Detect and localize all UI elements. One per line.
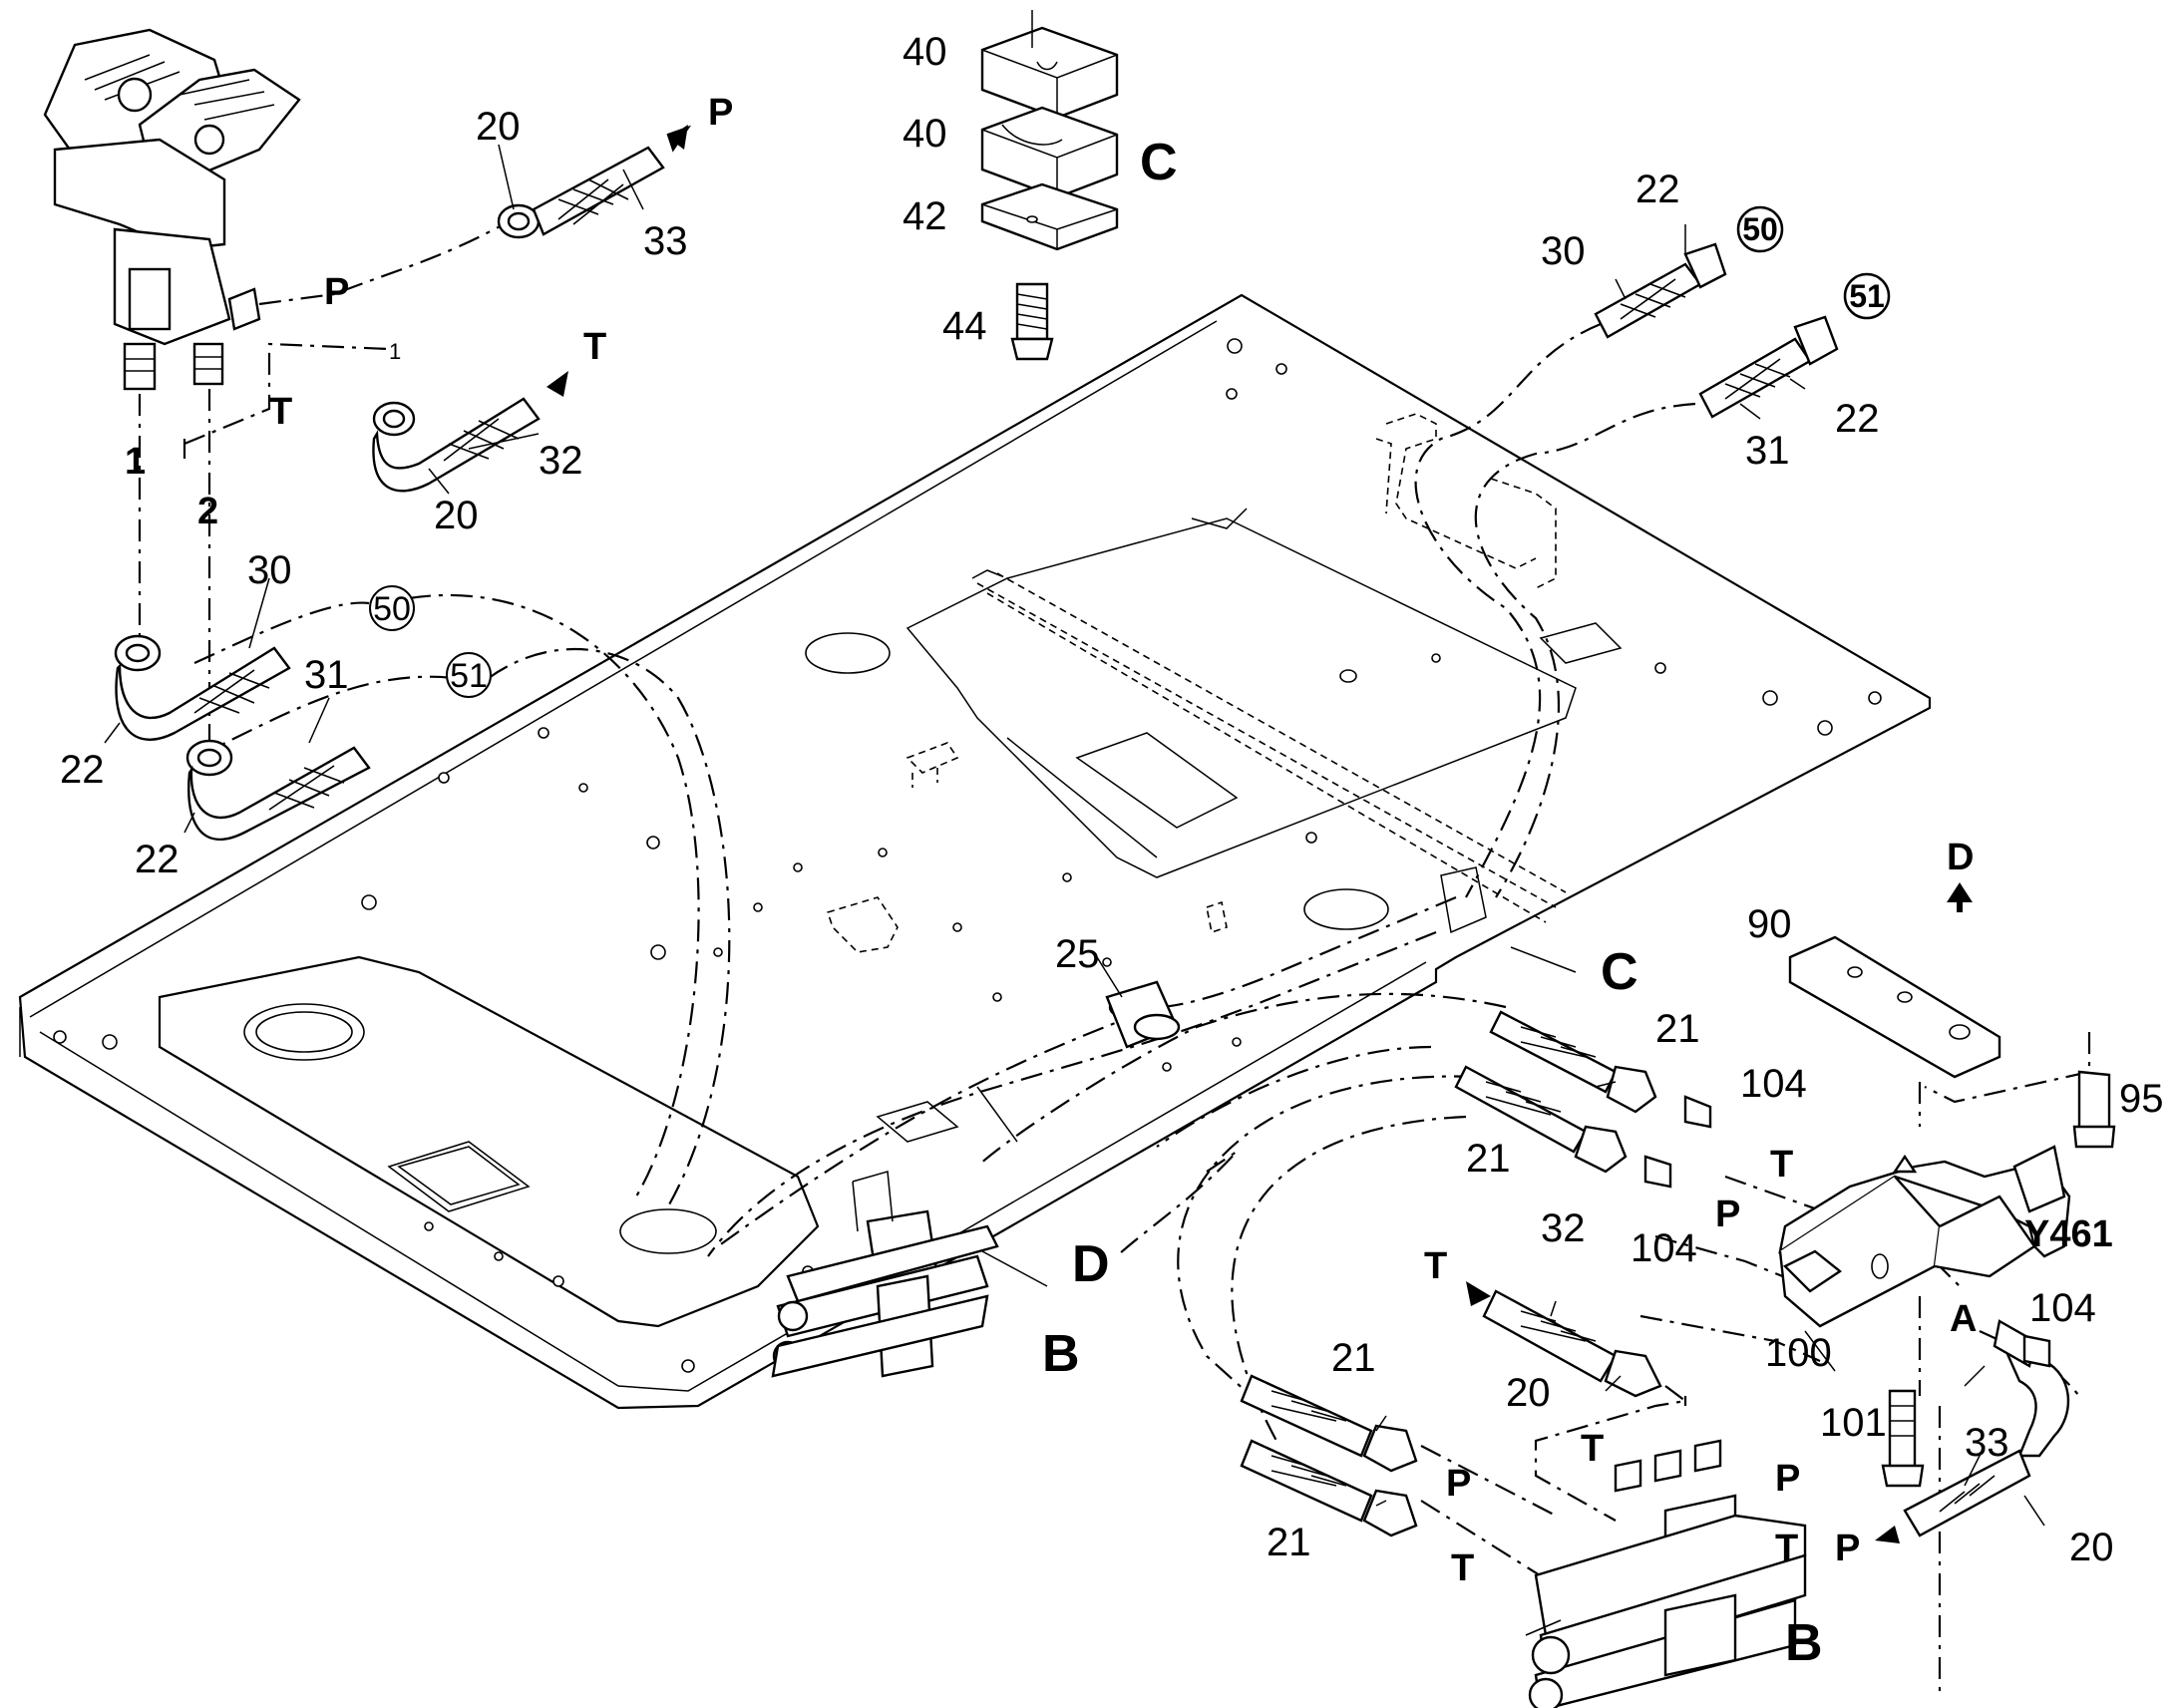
hose-22-30-left [114, 634, 291, 741]
hose-33-20-right [1875, 1334, 2070, 1543]
label-Y461: Y461 [2024, 1213, 2113, 1255]
hose-30-22-top-right [1594, 242, 1727, 339]
hose-21-bottom-b [1240, 1439, 1418, 1537]
label-20-mid: 20 [434, 494, 479, 537]
callout-51-right [1843, 272, 1891, 320]
manifold-b-right [1528, 1439, 1807, 1708]
label-1: 1 [125, 441, 146, 483]
grommet-25 [1105, 980, 1181, 1049]
part-labels: 20 33 P P T T 1 32 20 1 2 30 31 22 22 40… [60, 30, 2164, 1672]
label-22-left-a: 22 [60, 748, 105, 792]
hose-21-bottom-a [1240, 1374, 1418, 1473]
hose-21-lower [1454, 1065, 1672, 1189]
fitting-104-right [1993, 1319, 2051, 1368]
label-20-top: 20 [476, 105, 521, 149]
hose-31-22-right [1698, 315, 1839, 419]
callout-50-left [369, 585, 415, 631]
label-C-top: C [1140, 134, 1178, 191]
label-32-mid: 32 [1541, 1206, 1586, 1250]
label-40-b: 40 [903, 112, 947, 156]
hose-22-31-left [185, 739, 371, 841]
label-31-right: 31 [1745, 429, 1790, 473]
label-D-mid: D [1072, 1235, 1110, 1293]
label-21-c: 21 [1331, 1336, 1376, 1380]
label-C-mid: C [1601, 943, 1638, 1001]
label-B-left: B [1042, 1325, 1080, 1383]
label-25: 25 [1055, 932, 1100, 976]
label-22-right-a: 22 [1635, 168, 1680, 211]
label-T-line: T [269, 391, 292, 433]
valve-y461 [1778, 882, 2116, 1488]
label-T-mid: T [1770, 1144, 1793, 1186]
label-30-right: 30 [1541, 229, 1586, 273]
label-50-left: 50 [373, 590, 411, 628]
label-20-right: 20 [2069, 1526, 2114, 1569]
label-21-a: 21 [1655, 1007, 1700, 1051]
label-40-a: 40 [903, 30, 947, 74]
callout-51-left [446, 652, 492, 698]
leader-lines [104, 144, 2045, 1636]
label-T-top: T [583, 326, 606, 368]
label-101: 101 [1820, 1401, 1887, 1445]
manifold-b-left [771, 1171, 999, 1378]
label-32-top: 32 [539, 439, 583, 483]
plate-holes [53, 338, 1882, 1373]
hose-20-32 [372, 371, 568, 493]
hose-20-33-top [497, 125, 692, 239]
label-1-small: 1 [389, 339, 401, 364]
label-104-c: 104 [2029, 1286, 2096, 1330]
label-42: 42 [903, 194, 947, 238]
callout-circles: 50 51 50 51 [369, 205, 1891, 698]
label-51-right: 51 [1849, 278, 1885, 314]
floor-plate [18, 293, 1932, 1410]
label-T-bottom-right: T [1581, 1428, 1604, 1470]
label-T-manifold: T [1775, 1528, 1798, 1569]
label-104-b: 104 [1631, 1226, 1697, 1270]
label-33-top: 33 [643, 219, 688, 263]
hose-fittings [114, 125, 2070, 1543]
label-30-left: 30 [247, 548, 292, 592]
hose-32-20-middle [1466, 1281, 1662, 1398]
label-21-d: 21 [1267, 1521, 1311, 1564]
label-T-bottom: T [1451, 1547, 1474, 1589]
label-51-left: 51 [450, 657, 488, 695]
label-P-line: P [324, 271, 349, 313]
label-22-right-b: 22 [1835, 397, 1880, 441]
label-2: 2 [197, 491, 218, 532]
label-P-mid: P [1715, 1194, 1740, 1235]
label-22-left-b: 22 [135, 838, 180, 881]
label-D-right: D [1947, 837, 1974, 878]
clamp-assembly-c [980, 10, 1119, 361]
label-95: 95 [2119, 1077, 2164, 1121]
label-A: A [1950, 1298, 1977, 1340]
label-33-right: 33 [1965, 1421, 2009, 1465]
callout-50-right [1736, 205, 1784, 253]
label-P-right: P [1835, 1528, 1860, 1569]
label-P-manifold: P [1775, 1458, 1800, 1500]
label-P-top: P [708, 92, 733, 134]
label-50-right: 50 [1742, 211, 1778, 247]
label-P-bottom: P [1446, 1463, 1471, 1505]
connection-lines [138, 223, 2091, 1695]
label-20-mid-lower: 20 [1506, 1371, 1551, 1415]
label-104-a: 104 [1740, 1062, 1807, 1106]
label-100: 100 [1765, 1331, 1832, 1375]
label-21-b: 21 [1466, 1137, 1511, 1181]
label-B-right: B [1785, 1614, 1823, 1672]
label-44: 44 [942, 304, 987, 348]
hose-21-upper [1489, 1010, 1712, 1129]
label-T-arrow: T [1424, 1245, 1447, 1287]
pedal-valve-assembly [43, 28, 301, 391]
label-31-left: 31 [304, 653, 349, 697]
label-90: 90 [1747, 902, 1792, 946]
